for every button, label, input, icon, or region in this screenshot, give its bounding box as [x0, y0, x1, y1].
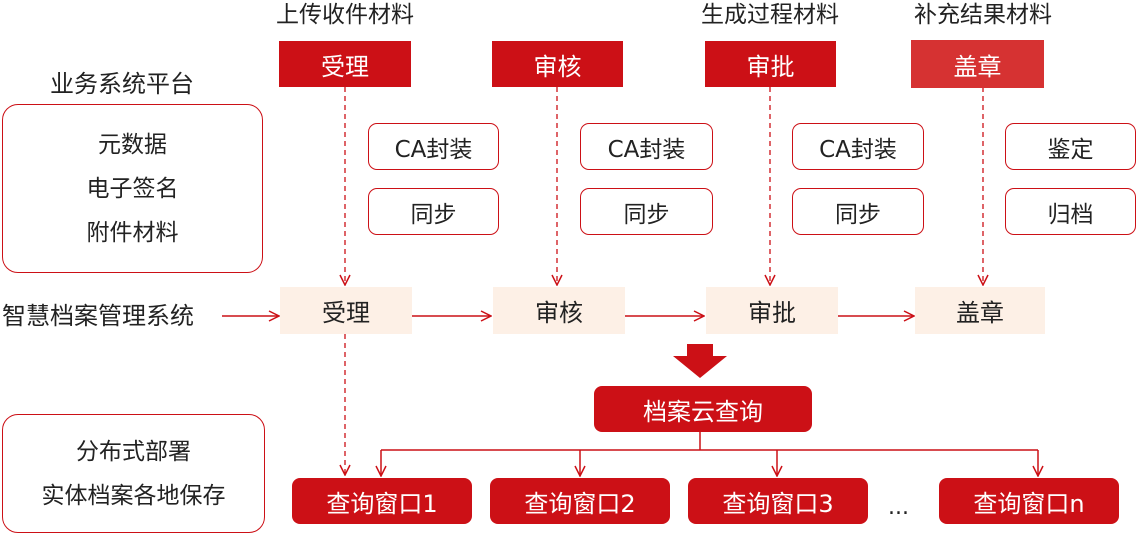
query-window-3: 查询窗口3 — [688, 478, 868, 524]
phase-header-3: 生成过程材料 — [701, 2, 839, 28]
ellipsis: ... — [888, 495, 909, 520]
service-ca-2: CA封装 — [580, 123, 713, 170]
distributed-item-storage: 实体档案各地保存 — [41, 482, 226, 509]
query-window-1: 查询窗口1 — [292, 478, 472, 524]
phase-header-4: 补充结果材料 — [914, 2, 1052, 28]
service-ca-3: CA封装 — [792, 123, 924, 170]
archive-system-label: 智慧档案管理系统 — [2, 302, 194, 330]
query-window-n: 查询窗口n — [939, 478, 1119, 524]
top-step-review: 审核 — [492, 41, 623, 87]
service-archive: 归档 — [1005, 188, 1136, 235]
phase-header-1: 上传收件材料 — [276, 2, 414, 28]
archive-step-accept: 受理 — [280, 287, 412, 334]
service-ca-1: CA封装 — [368, 123, 499, 170]
archive-step-stamp: 盖章 — [915, 287, 1045, 334]
platform-item-metadata: 元数据 — [98, 131, 167, 158]
platform-title: 业务系统平台 — [50, 70, 194, 98]
distributed-item-deploy: 分布式部署 — [76, 438, 191, 465]
archive-step-review: 审核 — [493, 287, 625, 334]
service-sync-3: 同步 — [792, 188, 924, 235]
platform-item-esign: 电子签名 — [86, 175, 179, 202]
top-step-accept: 受理 — [279, 41, 411, 87]
service-sync-2: 同步 — [580, 188, 713, 235]
platform-box: 元数据 电子签名 附件材料 — [2, 104, 263, 273]
distributed-box: 分布式部署 实体档案各地保存 — [2, 414, 265, 533]
cloud-query-box: 档案云查询 — [594, 386, 812, 432]
platform-item-attachments: 附件材料 — [86, 219, 179, 246]
big-down-arrow — [673, 344, 727, 378]
query-window-2: 查询窗口2 — [490, 478, 670, 524]
top-step-stamp: 盖章 — [911, 40, 1044, 88]
archive-step-approve: 审批 — [706, 287, 838, 334]
service-sync-1: 同步 — [368, 188, 499, 235]
top-step-approve: 审批 — [705, 41, 836, 87]
service-appraise: 鉴定 — [1005, 123, 1136, 170]
